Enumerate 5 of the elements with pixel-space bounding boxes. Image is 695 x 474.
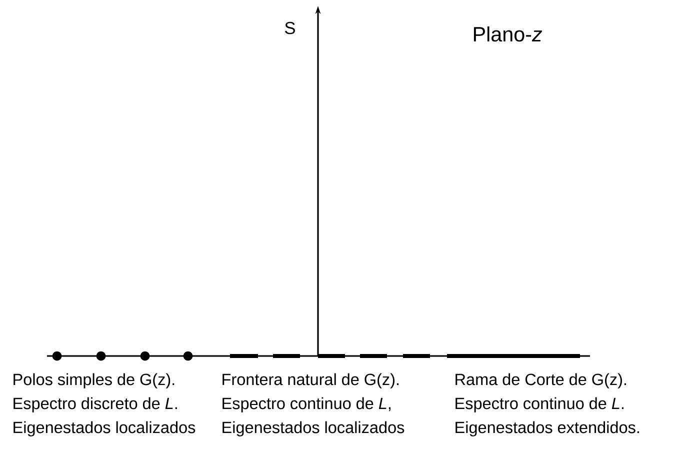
description-text: Rama de Corte de G(z). Espectro continuo de L. Eigenestados extendidos. (456, 373, 639, 436)
description-text: Polos simples de G(z). Espectro discreto de L. Eigenestados localizados (14, 373, 196, 436)
description-text: Frontera natural de G(z). Espectro continuo de L, Eigenestados localizados (222, 373, 404, 436)
plot-title: Plano-z (474, 26, 542, 42)
axis-label: S (285, 22, 295, 34)
